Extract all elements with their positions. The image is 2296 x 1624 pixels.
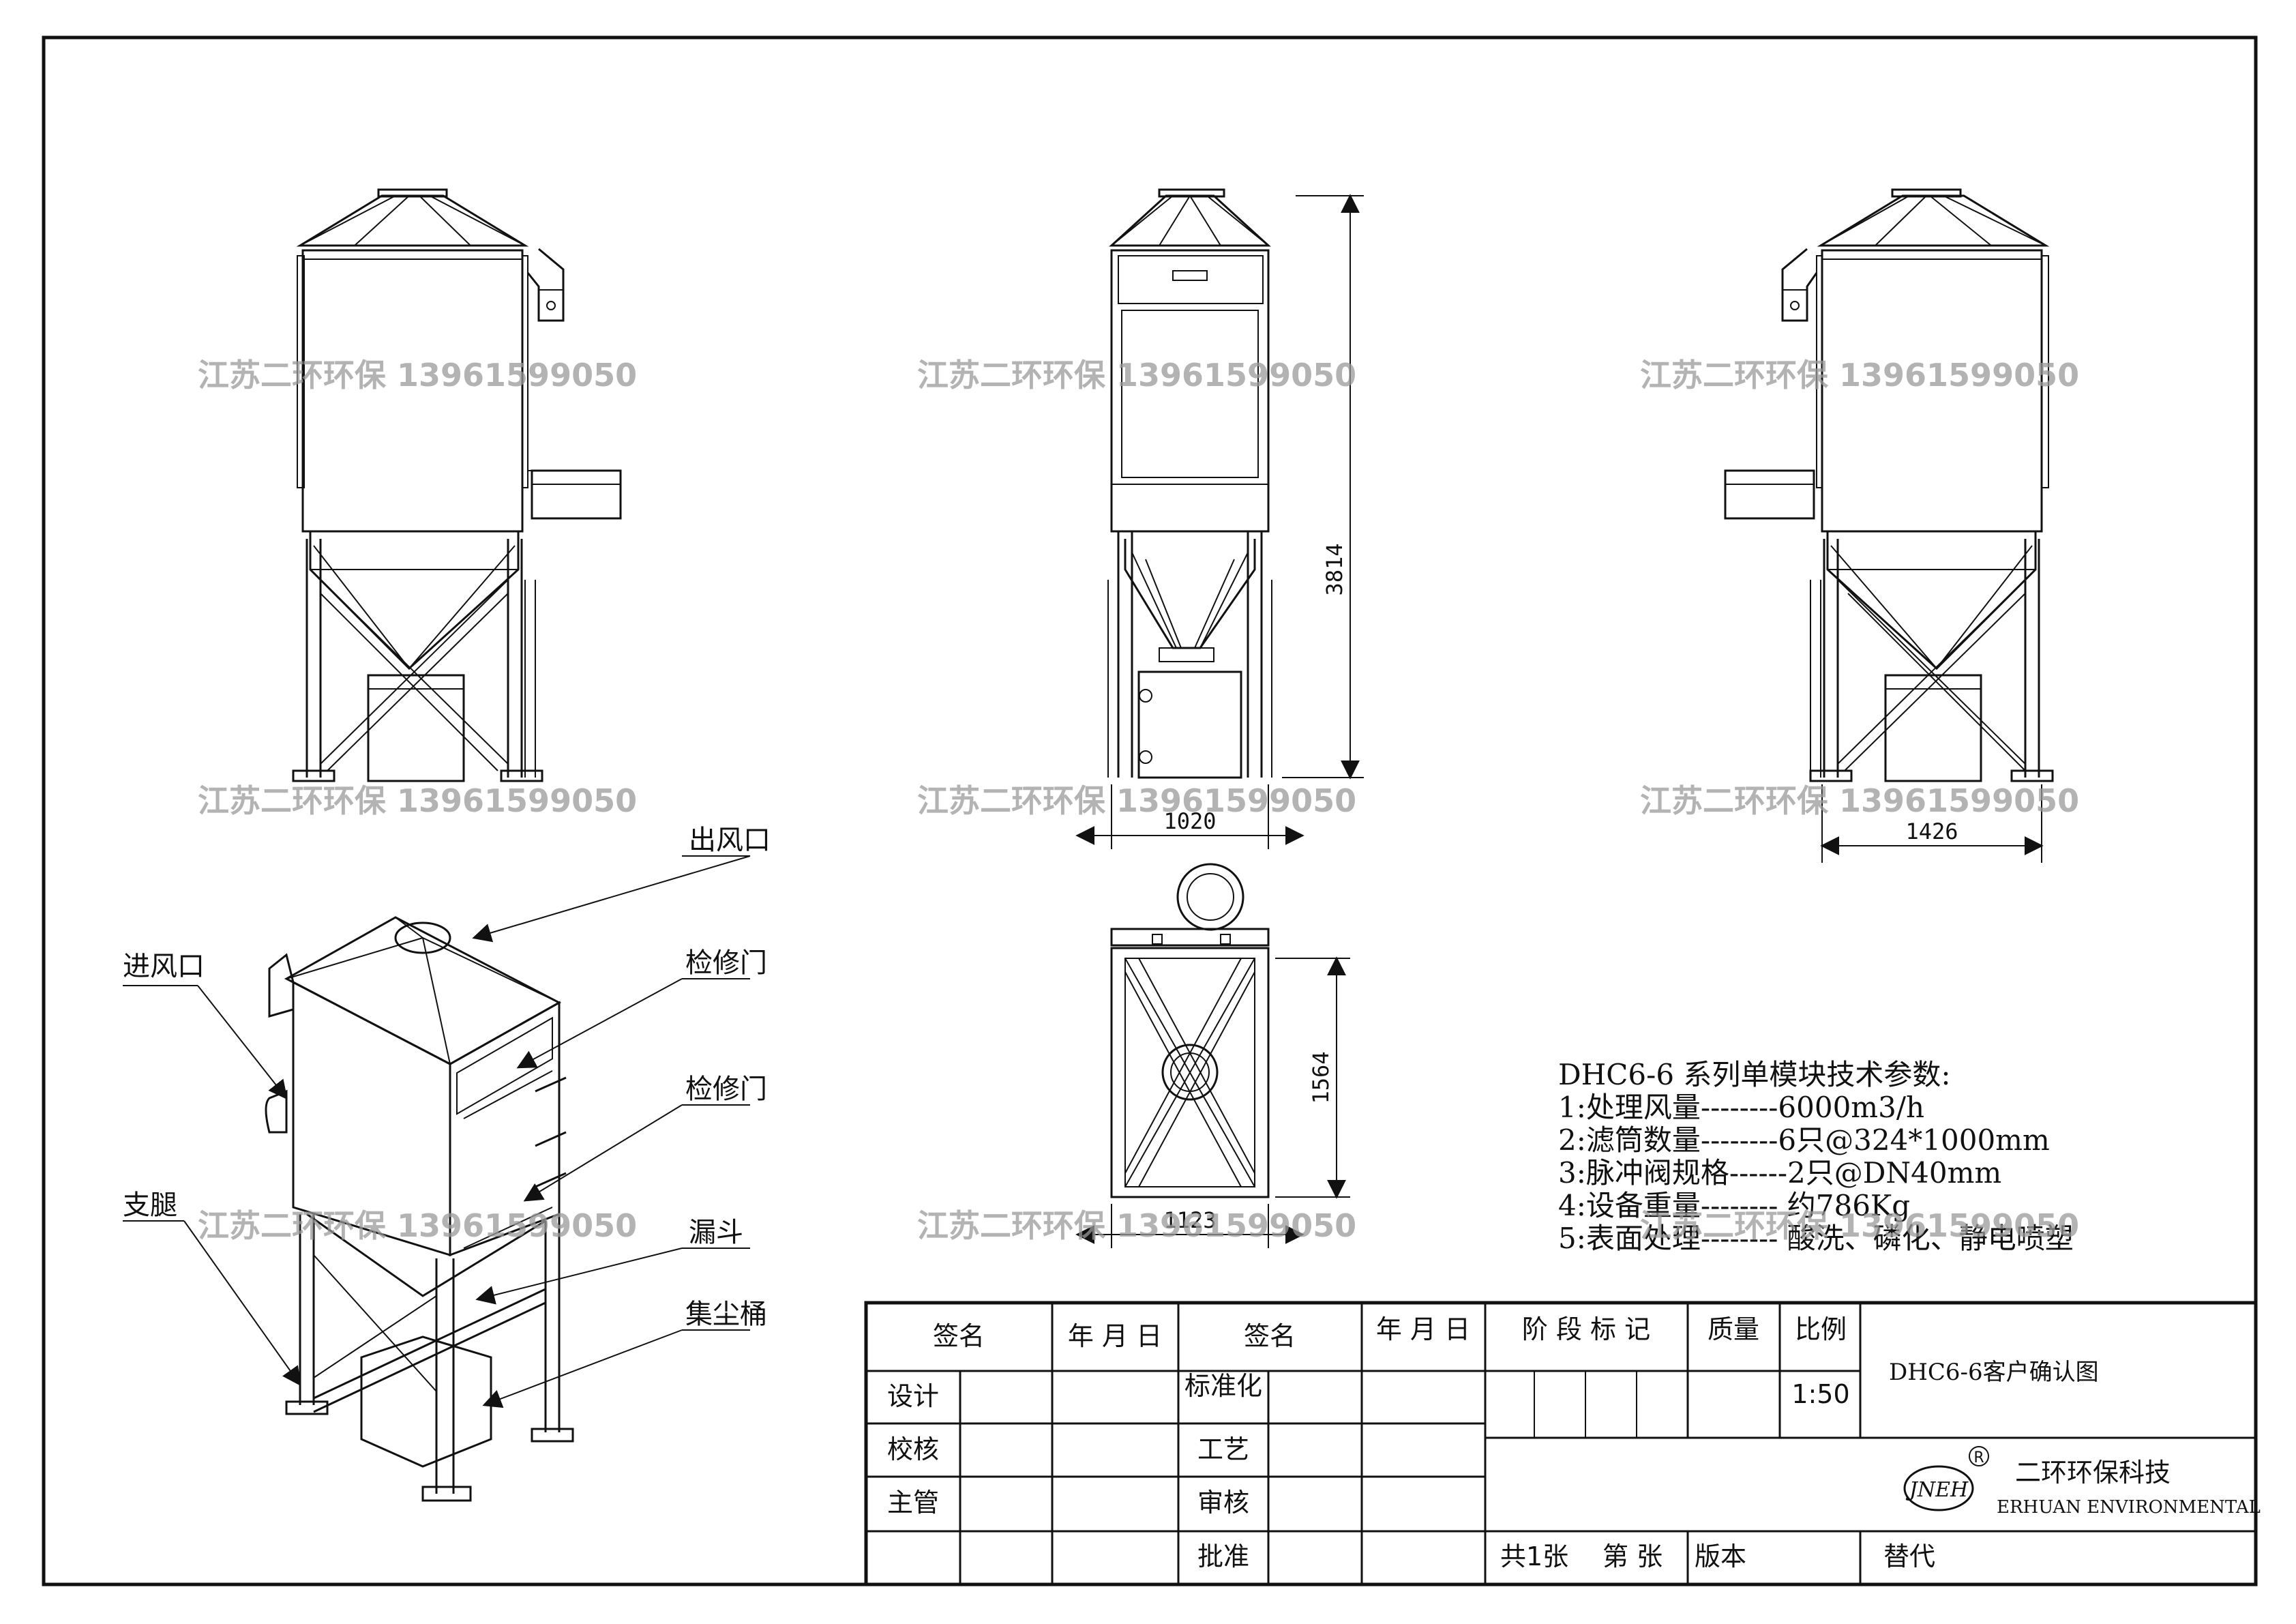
- tb-replace: 替代: [1883, 1541, 1935, 1571]
- watermark: 江苏二环环保 13961599050: [1640, 1207, 2079, 1244]
- company-name-cn: 二环环保科技: [2015, 1458, 2171, 1488]
- dim-width-top: 1123: [1163, 1207, 1216, 1233]
- dim-height-total: 3814: [1322, 543, 1347, 595]
- spec-line-1: 1:处理风量--------6000m3/h: [1558, 1091, 1924, 1124]
- company-name-en: ERHUAN ENVIRONMENTAL: [1997, 1497, 2261, 1518]
- watermarks: 江苏二环环保 13961599050 江苏二环环保 13961599050 江苏…: [198, 357, 2079, 1244]
- tb-version: 版本: [1695, 1541, 1746, 1571]
- tb-process: 工艺: [1197, 1434, 1249, 1464]
- callout-door-lower: 检修门: [685, 1074, 767, 1105]
- tb-scale-label: 比例: [1795, 1314, 1847, 1344]
- callout-legs: 支腿: [123, 1190, 177, 1221]
- watermark: 江苏二环环保 13961599050: [198, 1207, 637, 1244]
- watermark: 江苏二环环保 13961599050: [198, 357, 637, 394]
- tb-review: 审核: [1197, 1488, 1249, 1518]
- tb-standard: 标准化: [1184, 1371, 1262, 1401]
- spec-line-2: 2:滤筒数量--------6只@324*1000mm: [1558, 1123, 2050, 1157]
- tb-drawing-name: DHC6-6客户确认图: [1889, 1359, 2099, 1386]
- spec-block: DHC6-6 系列单模块技术参数: 1:处理风量--------6000m3/h…: [1558, 1058, 2074, 1255]
- spec-line-4: 4:设备重量-------- 约786Kg: [1558, 1189, 1910, 1222]
- spec-line-5: 5:表面处理-------- 酸洗、磷化、静电喷塑: [1558, 1222, 2074, 1255]
- spec-line-3: 3:脉冲阀规格------2只@DN40mm: [1558, 1156, 2001, 1190]
- logo-registered-mark: R: [1973, 1449, 1984, 1466]
- side-view-right: [1725, 190, 2053, 781]
- tb-design: 设计: [887, 1381, 939, 1411]
- tb-mass: 质量: [1708, 1314, 1759, 1344]
- tb-sign2: 签名: [1244, 1321, 1296, 1351]
- logo-text: JNEH: [1905, 1478, 1969, 1502]
- callout-leaders: [123, 856, 750, 1408]
- tb-sheets: 共1张: [1500, 1541, 1568, 1571]
- dimensions: [1075, 194, 2044, 1248]
- watermark: 江苏二环环保 13961599050: [1640, 782, 2079, 819]
- isometric-view: [266, 917, 573, 1501]
- tb-approve: 批准: [1197, 1541, 1249, 1571]
- tb-stage: 阶 段 标 记: [1522, 1314, 1650, 1344]
- tb-sheet-no: 第 张: [1602, 1541, 1663, 1571]
- top-view: [1112, 864, 1268, 1197]
- company-logo: JNEH R: [1905, 1447, 1988, 1510]
- watermark: 江苏二环环保 13961599050: [917, 782, 1356, 819]
- tb-sign1: 签名: [933, 1321, 985, 1351]
- side-view-left: [293, 190, 621, 781]
- callout-inlet: 进风口: [123, 951, 205, 982]
- dim-width-front: 1426: [1905, 818, 1958, 844]
- front-view: [1108, 190, 1272, 778]
- spec-title: DHC6-6 系列单模块技术参数:: [1558, 1058, 1951, 1091]
- tb-scale-value: 1:50: [1791, 1379, 1849, 1409]
- callout-door-upper: 检修门: [685, 947, 767, 979]
- callout-outlet: 出风口: [689, 825, 771, 856]
- dim-depth-top: 1564: [1308, 1051, 1334, 1104]
- callout-dust-bin: 集尘桶: [685, 1299, 767, 1330]
- callout-hopper: 漏斗: [689, 1217, 743, 1248]
- tb-supervisor: 主管: [887, 1488, 939, 1518]
- watermark: 江苏二环环保 13961599050: [917, 1207, 1356, 1244]
- watermark: 江苏二环环保 13961599050: [1640, 357, 2079, 394]
- watermark: 江苏二环环保 13961599050: [198, 782, 637, 819]
- tb-date1: 年 月 日: [1068, 1321, 1162, 1351]
- title-block: [866, 1303, 2256, 1584]
- tb-check: 校核: [887, 1434, 939, 1464]
- tb-date2: 年 月 日: [1376, 1314, 1470, 1344]
- watermark: 江苏二环环保 13961599050: [917, 357, 1356, 394]
- dim-width-side: 1020: [1163, 808, 1216, 834]
